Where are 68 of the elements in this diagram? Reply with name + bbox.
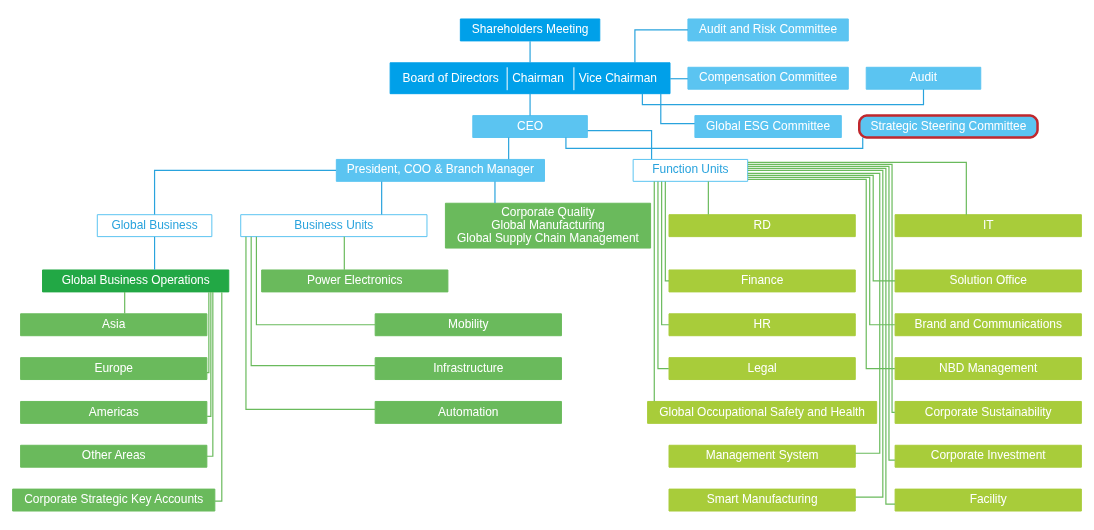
connector (747, 176, 896, 326)
connector (206, 291, 210, 374)
node-box: Europe (20, 357, 208, 381)
connector (494, 180, 496, 204)
connector (747, 178, 896, 370)
node-box: Brand and Communications (894, 313, 1082, 337)
node-box: Compensation Committee (687, 66, 849, 90)
connector (245, 236, 376, 411)
connector (587, 129, 653, 160)
node-box: NBD Management (894, 357, 1082, 381)
connector (343, 236, 345, 271)
connector (153, 236, 156, 271)
connector (641, 88, 925, 106)
node-box: Strategic Steering Committee (858, 114, 1039, 139)
node-box: Infrastructure (374, 357, 562, 381)
connector (747, 161, 967, 216)
node-box: IT (894, 214, 1082, 238)
node-box: Business Units (240, 214, 428, 238)
node-box: Americas (20, 400, 208, 424)
node-box: Corporate Sustainability (894, 400, 1082, 424)
connector (653, 180, 655, 402)
connector (664, 180, 670, 282)
connector (661, 180, 670, 326)
node-box: Board of Directors Chairman Vice Chairman (389, 62, 671, 95)
node-box: RD (668, 214, 856, 238)
node-box: Asia (20, 313, 208, 337)
node-box: Global ESG Committee (694, 115, 842, 138)
node-box: Global Business Operations (42, 269, 230, 293)
connector (657, 181, 670, 370)
node-box: Solution Office (894, 269, 1082, 293)
node-box: CEO (472, 115, 588, 138)
connector (250, 236, 376, 367)
node-box: Corporate Strategic Key Accounts (12, 488, 216, 512)
node-box: Automation (374, 400, 562, 424)
connector (747, 163, 896, 413)
node-box: Legal (668, 357, 856, 381)
node-box: Audit (865, 66, 982, 90)
connector (529, 93, 531, 117)
connector (255, 236, 376, 326)
connector (529, 40, 531, 64)
node-box: Corporate Investment (894, 444, 1082, 468)
node-box: Facility (894, 488, 1082, 512)
node-box: Global Business (96, 214, 213, 238)
node-box: Finance (668, 269, 856, 293)
node-box: Audit and Risk Committee (687, 18, 849, 42)
node-box: Global Occupational Safety and Health (647, 400, 878, 424)
connector (508, 137, 510, 160)
node-box: Power Electronics (261, 269, 449, 293)
connector (707, 180, 709, 216)
connector (206, 291, 214, 457)
connector (124, 291, 126, 315)
connector (214, 291, 223, 502)
node-box: President, COO & Branch Manager (335, 158, 545, 182)
node-box: Smart Manufacturing (668, 488, 856, 512)
node-box: Management System (668, 444, 856, 468)
connector (747, 174, 896, 282)
connector (153, 169, 337, 216)
node-box: Function Units (632, 158, 749, 182)
connector (381, 180, 383, 216)
node-box: Shareholders Meeting (459, 18, 601, 42)
node-box: HR (668, 313, 856, 337)
node-box: Mobility (374, 313, 562, 337)
connector (565, 136, 864, 150)
node-box: Other Areas (20, 444, 208, 468)
connector (206, 291, 212, 417)
node-box: Corporate Quality Global Manufacturing Global Supply Chain Management (444, 202, 652, 249)
connector (660, 93, 696, 125)
connector (634, 29, 689, 64)
